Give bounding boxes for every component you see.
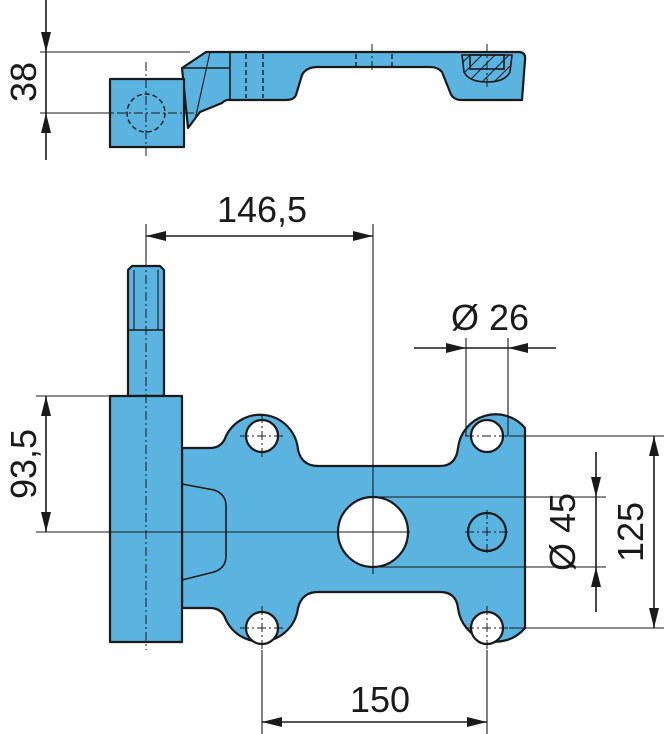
dim-hole-spacing-horizontal: 150 <box>350 679 410 720</box>
dim-hole-spacing-vertical: 125 <box>610 502 651 562</box>
dim-side-height: 38 <box>3 62 44 102</box>
front-view-slot <box>181 483 227 581</box>
dim-pin-offset: 146,5 <box>217 189 307 230</box>
side-view: 38 <box>3 0 527 160</box>
dim-small-hole: Ø 26 <box>451 297 529 338</box>
dim-center-hole: Ø 45 <box>542 493 583 571</box>
dim-pin-height: 93,5 <box>3 429 44 499</box>
front-view: 146,5 Ø 26 93,5 Ø 45 125 <box>3 189 664 734</box>
